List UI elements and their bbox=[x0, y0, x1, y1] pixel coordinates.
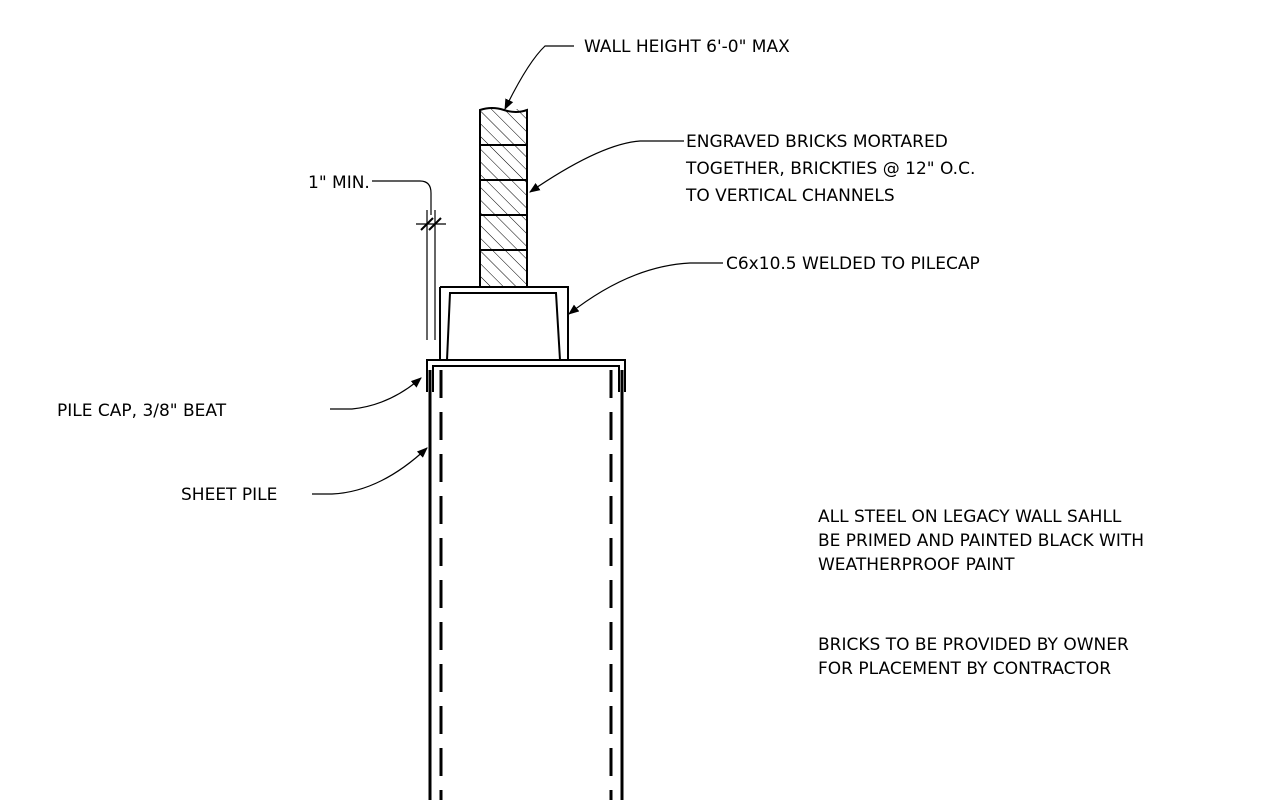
brick-wall bbox=[479, 107, 528, 288]
bricks-label-line-2: TOGETHER, BRICKTIES @ 12" O.C. bbox=[685, 159, 975, 179]
sheet-pile-label: SHEET PILE bbox=[181, 485, 277, 505]
steel-note-line-1: ALL STEEL ON LEGACY WALL SAHLL bbox=[818, 507, 1122, 527]
pile-cap-label: PILE CAP, 3/8" BEAT bbox=[57, 401, 227, 421]
steel-note-line-3: WEATHERPROOF PAINT bbox=[818, 555, 1015, 575]
steel-channel bbox=[439, 286, 569, 361]
min-clearance-label: 1" MIN. bbox=[308, 173, 370, 193]
steel-note-line-2: BE PRIMED AND PAINTED BLACK WITH bbox=[818, 531, 1144, 551]
bricks-label-line-3: TO VERTICAL CHANNELS bbox=[685, 186, 895, 206]
leader-lines bbox=[312, 45, 723, 495]
min-clearance-dimension bbox=[372, 180, 446, 340]
channel-label: C6x10.5 WELDED TO PILECAP bbox=[726, 254, 980, 274]
sheet-pile bbox=[428, 370, 624, 800]
bricks-label-line-1: ENGRAVED BRICKS MORTARED bbox=[686, 132, 948, 152]
pile-cap-plate bbox=[426, 359, 626, 392]
bricks-note-line-2: FOR PLACEMENT BY CONTRACTOR bbox=[818, 659, 1111, 679]
wall-height-label: WALL HEIGHT 6'-0" MAX bbox=[584, 37, 790, 57]
bricks-note-line-1: BRICKS TO BE PROVIDED BY OWNER bbox=[818, 635, 1129, 655]
